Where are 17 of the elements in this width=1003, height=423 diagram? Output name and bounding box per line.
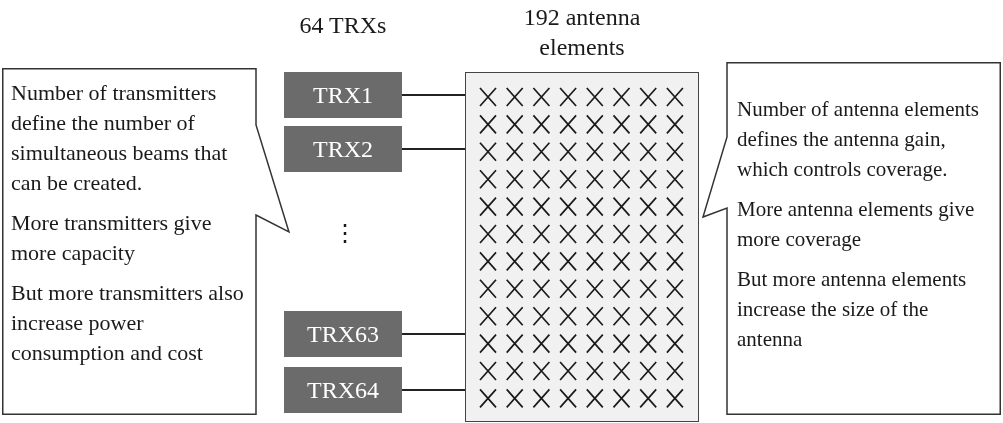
connector-line (402, 388, 465, 392)
vertical-ellipsis: ⋮ (333, 218, 357, 248)
connector-line (402, 93, 465, 97)
connector-line (402, 147, 465, 151)
callout-text: More transmitters give more capacity (11, 209, 213, 267)
transceiver-block: TRX1 (284, 72, 402, 118)
callout-text: But more transmitters also increase power consumption and cost (11, 279, 245, 367)
array-heading: 192 antenna elements (522, 3, 642, 62)
callout-text: Number of antenna elements defines the antenna gain, which controls coverage. (737, 96, 980, 183)
callout-text: But more antenna elements increase the size of the antenna (737, 266, 968, 353)
column-heading: 64 TRXs (298, 11, 388, 40)
transceiver-block: TRX64 (284, 367, 402, 413)
transceiver-block: TRX2 (284, 126, 402, 172)
transceiver-block: TRX63 (284, 311, 402, 357)
callout-text: Number of transmitters define the number of simultaneous beams that can be created. (11, 79, 229, 197)
callout-text: More antenna elements give more coverage (737, 196, 976, 253)
connector-line (402, 332, 465, 336)
